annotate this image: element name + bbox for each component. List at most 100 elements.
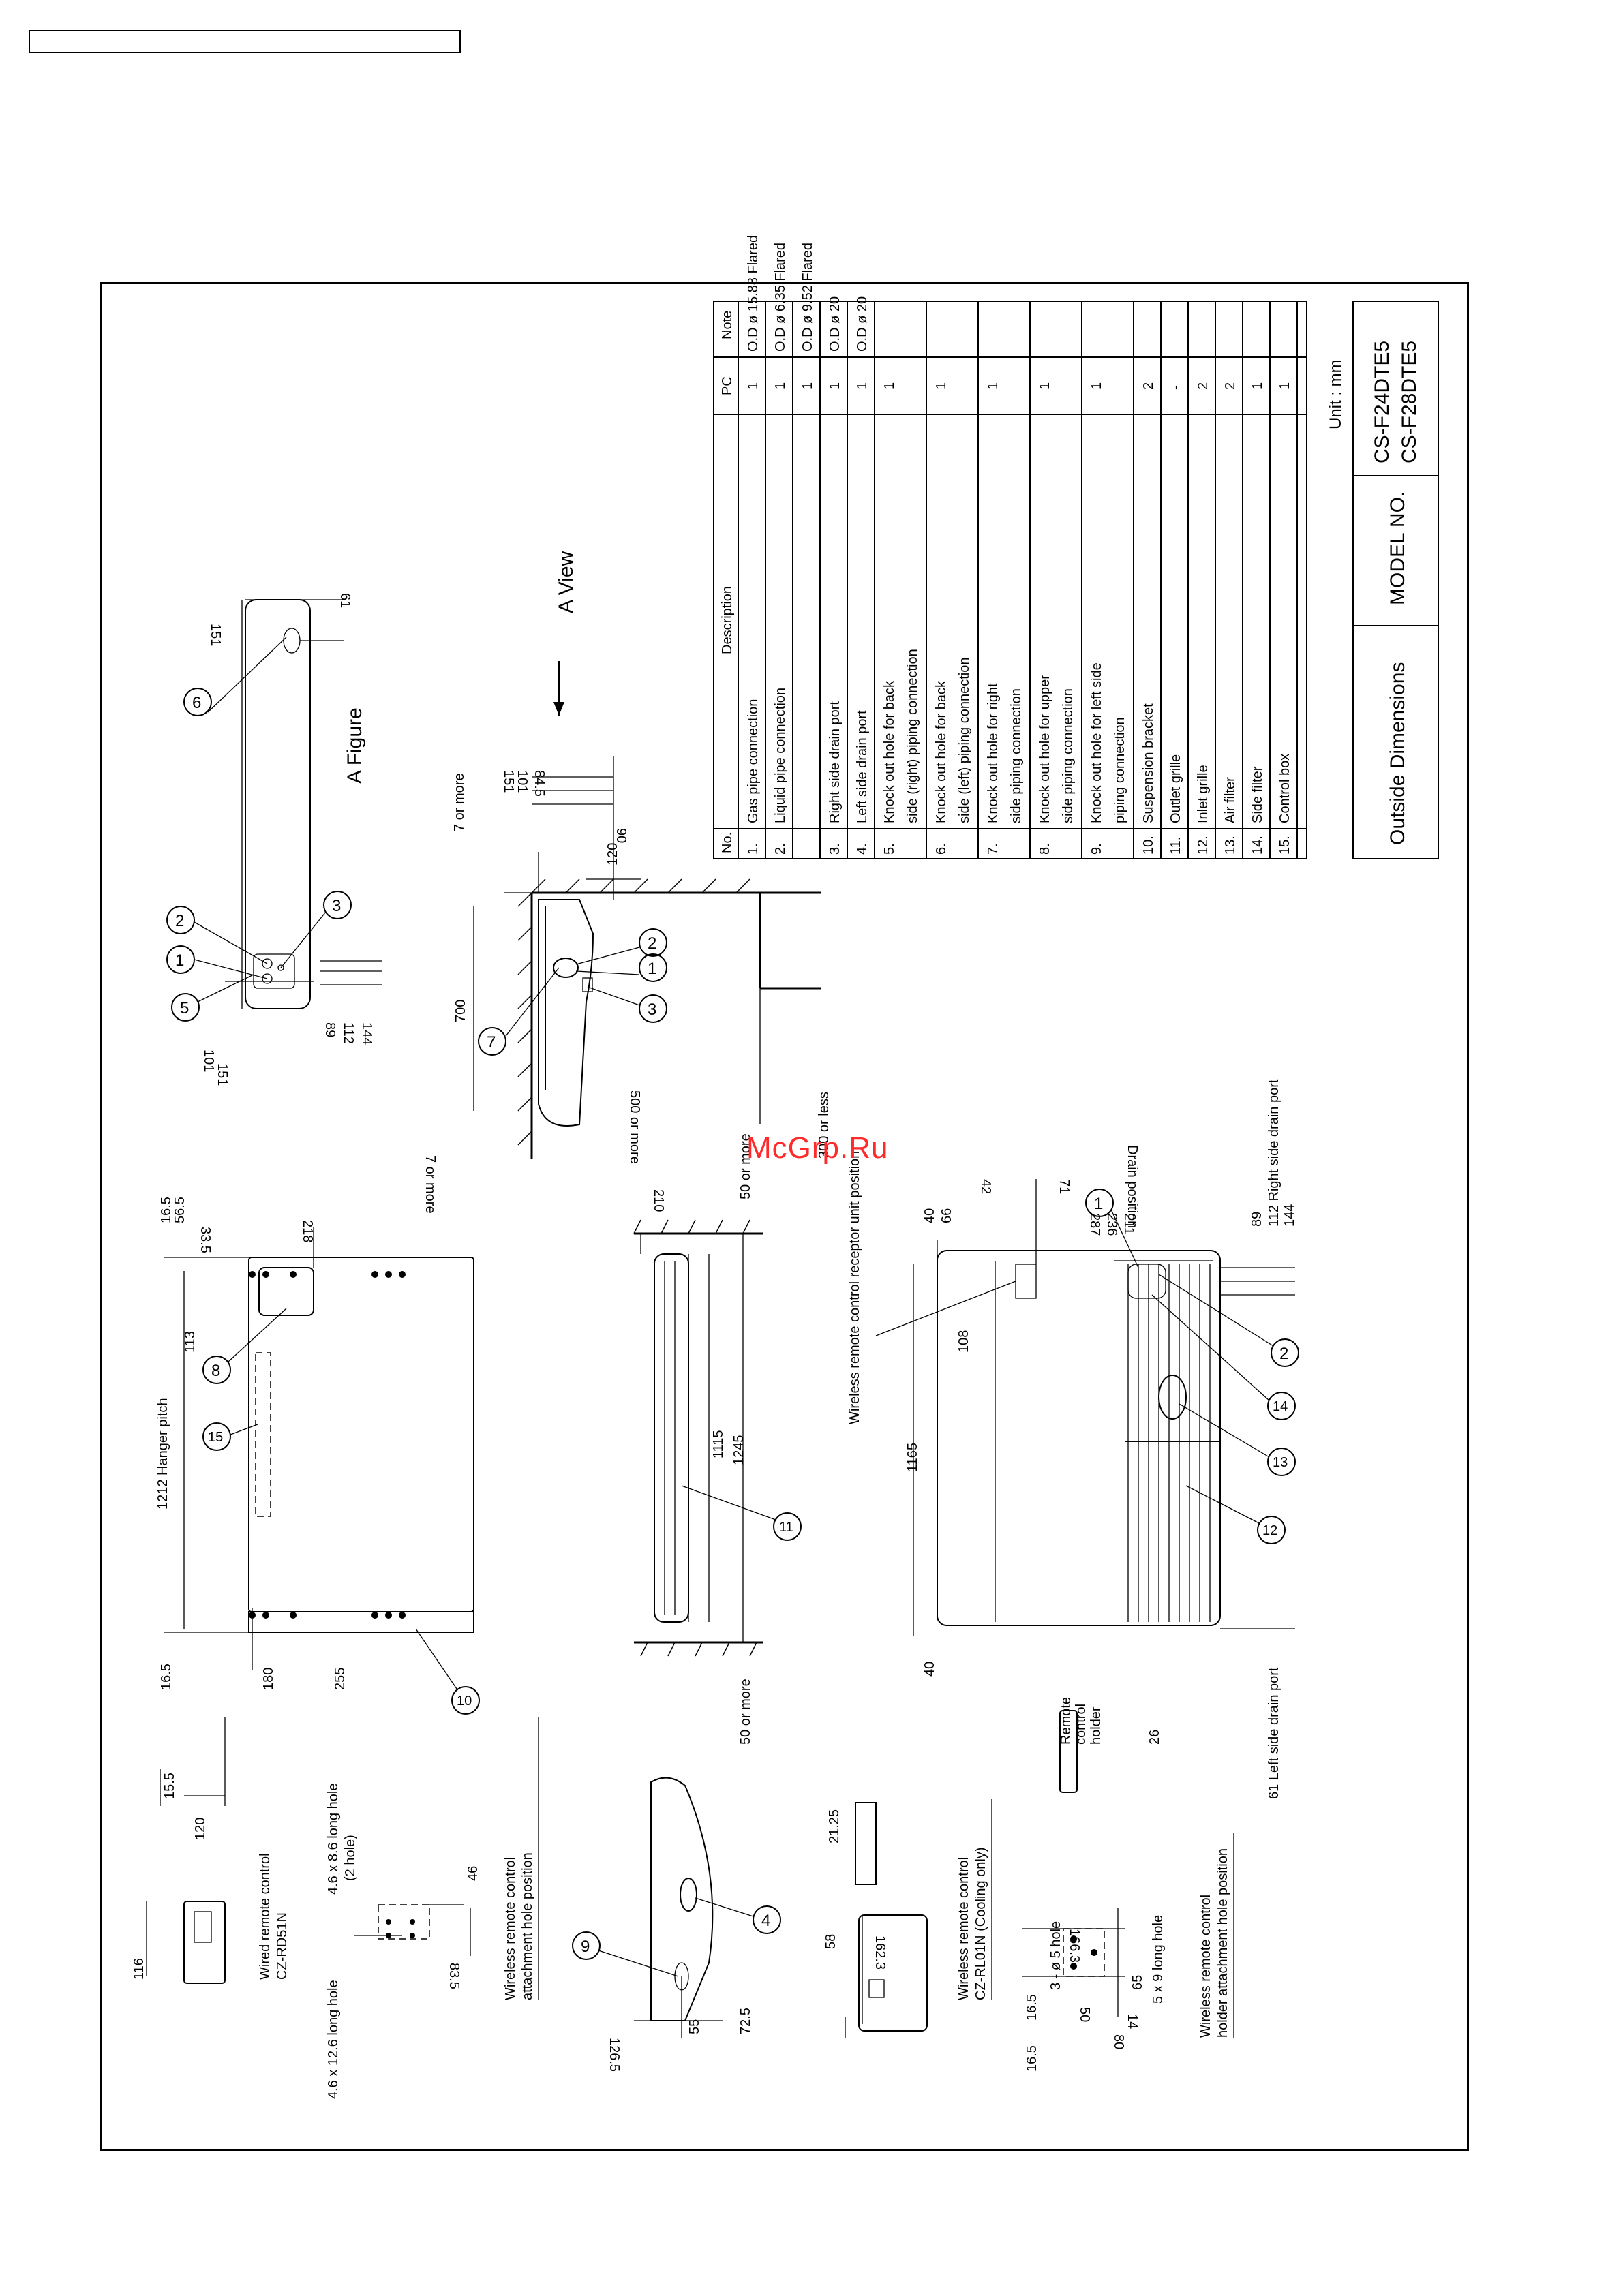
table-cell-note: O.D ø 6.35 Flared [773, 243, 788, 352]
top-dim-33-5: 33.5 [198, 1227, 213, 1253]
front-callout-14: 14 [1267, 1392, 1296, 1420]
ls-dim-72-5: 72.5 [738, 2008, 753, 2034]
table-cell-pc: 1 [773, 382, 788, 390]
a-view-title: A View [555, 551, 577, 613]
front-callout-2: 2 [1271, 1338, 1299, 1367]
afig-dim-101: 101 [201, 1050, 216, 1072]
table-cell-pc: 2 [1196, 382, 1211, 390]
holder-dim-16-5-b: 16.5 [1025, 2045, 1040, 2072]
svg-text:7: 7 [487, 1033, 496, 1052]
drawing-title: Outside Dimensions [1386, 662, 1409, 845]
table-header-pc: PC [720, 376, 735, 395]
svg-text:1: 1 [175, 951, 184, 970]
wl-hole-label-long-hole: 4.6 x 8.6 long hole [326, 1784, 341, 1895]
holder-dim-50: 50 [1077, 2007, 1092, 2022]
svg-text:1: 1 [648, 960, 656, 978]
afig-callout-1: 1 [166, 945, 195, 974]
holder-title-1: Wireless remote control [1198, 1895, 1213, 2038]
model-2: CS-F28DTE5 [1398, 341, 1421, 463]
table-cell-no: 9. [1089, 843, 1104, 855]
top-callout-8: 8 [202, 1356, 231, 1384]
ls-dim-126-5: 126.5 [607, 2038, 622, 2072]
top-callout-15: 15 [202, 1422, 231, 1451]
wl-hole-label-2-hole: (2 hole) [343, 1835, 358, 1881]
holder-title-2: holder attachment hole position [1215, 1848, 1230, 2038]
afig-callout-3: 3 [323, 891, 352, 919]
svg-text:10: 10 [457, 1694, 472, 1709]
front-dim-211: 211 [1121, 1213, 1136, 1235]
table-cell-pc: 1 [986, 382, 1001, 390]
rear-dim-210: 210 [651, 1189, 666, 1212]
table-cell-description: Air filter [1223, 777, 1238, 823]
front-dim-236: 236 [1104, 1213, 1119, 1236]
svg-text:8: 8 [211, 1362, 220, 1380]
table-cell-no: 1. [746, 843, 761, 855]
afig-callout-5: 5 [171, 993, 200, 1022]
table-cell-no: 10. [1141, 836, 1156, 855]
table-header-no: No. [720, 832, 735, 853]
holder-dim-80: 80 [1111, 2034, 1126, 2049]
wlr-label-1: Wireless remote control [956, 1857, 971, 2000]
wl-hole-label-long-hole-2: 4.6 x 12.6 long hole [326, 1980, 341, 2099]
svg-text:9: 9 [581, 1938, 590, 1956]
side-dim-7-or-more-top: 7 or more [452, 773, 467, 831]
rear-dim-50-or-more-bottom: 50 or more [738, 1679, 753, 1745]
afig-dim-151-bottom: 151 [215, 1063, 230, 1086]
table-cell-description: Knock out hole for back [882, 680, 897, 823]
table-cell-no: 4. [855, 843, 870, 855]
svg-text:3: 3 [648, 1000, 656, 1019]
top-dim-56-5: 56.5 [172, 1197, 187, 1223]
side-dim-7-or-more-left: 7 or more [423, 1155, 438, 1214]
table-header-note: Note [720, 311, 735, 339]
table-cell-no: 13. [1223, 836, 1238, 855]
wl-hole-title-2: attachment hole position [520, 1852, 535, 2000]
table-cell-description: Knock out hole for right [986, 683, 1001, 823]
rear-dim-50-or-more-top: 50 or more [738, 1133, 753, 1199]
table-cell-description: Right side drain port [828, 701, 843, 823]
top-dim-16-5-left: 16.5 [159, 1664, 174, 1690]
rear-view: 210 50 or more 1115 1245 50 or more 11 [633, 1133, 802, 1745]
table-cell-no: 5. [882, 843, 897, 855]
front-view: 40 66 42 71 287 236 211 89 112 Right sid… [847, 1079, 1299, 1799]
table-cell-description: Knock out hole for back [934, 680, 949, 823]
holder-dim-16-5-a: 16.5 [1025, 1994, 1040, 2021]
table-cell-note: O.D ø 20 [828, 296, 843, 352]
side-view: 7 or more 700 7 or more 151 101 84.5 90 … [423, 551, 832, 1213]
table-cell-description: side (left) piping connection [957, 658, 972, 823]
table-cell-no: 6. [934, 843, 949, 855]
ls-dim-55: 55 [687, 2019, 702, 2034]
svg-text:13: 13 [1273, 1455, 1288, 1470]
receptor-position-label: Wireless remote control receptor unit po… [847, 1151, 862, 1424]
svg-text:4: 4 [761, 1912, 770, 1930]
front-dim-40-right: 40 [922, 1208, 937, 1223]
table-header-description: Description [720, 586, 735, 654]
inlet-grille-lines [1125, 1264, 1220, 1622]
front-dim-71: 71 [1057, 1179, 1072, 1194]
wl-hole-title-1: Wireless remote control [503, 1857, 518, 2000]
a-figure-title: A Figure [344, 707, 366, 784]
table-cell-no: 14. [1250, 836, 1265, 855]
holder-label-holder: holder [1089, 1706, 1104, 1745]
table-cell-description: Gas pipe connection [746, 699, 761, 823]
table-cell-description: Liquid pipe connection [773, 688, 788, 823]
wired-remote-label-1: Wired remote control [258, 1853, 273, 1980]
front-dim-40-left: 40 [922, 1662, 937, 1677]
table-cell-pc: 2 [1141, 382, 1156, 390]
side-callout-7: 7 [478, 1027, 506, 1056]
table-cell-description: side piping connection [1061, 688, 1076, 823]
table-row: 6. Knock out hole for back side (left) pip… [934, 301, 979, 859]
table-cell-no: 12. [1196, 836, 1211, 855]
rear-callout-11: 11 [773, 1512, 802, 1541]
table-cell-no: 11. [1168, 837, 1183, 855]
holder-dim-3-holes: 3 - ø 5 hole [1048, 1921, 1063, 1990]
svg-text:2: 2 [648, 934, 656, 953]
wired-dim-116: 116 [132, 1958, 147, 1980]
front-callout-1: 1 [1085, 1189, 1114, 1217]
